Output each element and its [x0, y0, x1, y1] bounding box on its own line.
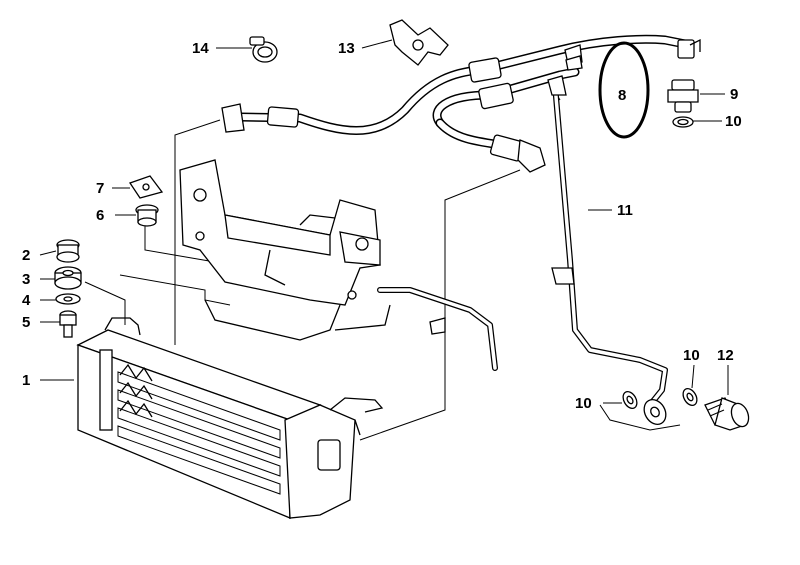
- grommet-6: [135, 204, 159, 227]
- callout-leaders: [39, 39, 729, 404]
- callout-9: 9: [730, 86, 738, 103]
- callout-2: 2: [22, 247, 30, 264]
- callout-11: 11: [617, 202, 633, 219]
- oil-hose-lower: [432, 44, 583, 173]
- callout-13: 13: [338, 40, 355, 57]
- oil-cooler-radiator: [76, 317, 384, 519]
- callout-12: 12: [717, 347, 734, 364]
- callout-4: 4: [22, 292, 31, 309]
- callout-5: 5: [22, 314, 30, 331]
- washer-10-top: [672, 116, 694, 128]
- clip-7: [128, 175, 164, 199]
- bracket-rod: [377, 287, 498, 371]
- oil-hose-upper: [221, 34, 701, 135]
- bolt-5: [59, 310, 77, 338]
- bushing-2: [56, 239, 80, 263]
- callout-1: 1: [22, 372, 30, 389]
- banjo-fitting: [643, 399, 667, 425]
- hose-clamp-14: [249, 36, 278, 63]
- callout-8: 8: [618, 87, 626, 104]
- washer-10-left: [622, 390, 638, 410]
- washer-4: [55, 293, 81, 305]
- callout-7: 7: [96, 180, 104, 197]
- callout-14: 14: [192, 40, 209, 57]
- rubber-mount-3: [54, 266, 82, 290]
- mounting-bracket: [179, 159, 446, 341]
- hose-clip-13: [389, 19, 449, 66]
- callout-6: 6: [96, 207, 104, 224]
- callout-10-top: 10: [725, 113, 742, 130]
- highlight-ring-8: [598, 41, 650, 139]
- oil-line-11: [547, 55, 668, 408]
- callout-labels: 1 2 3 4 5 6 7 8 9 10 10 10 11 12 13 14: [22, 40, 742, 412]
- washer-10-right: [682, 387, 698, 407]
- banjo-bolt-12: [704, 397, 750, 431]
- fitting-9: [667, 79, 699, 113]
- assembly-guide-lines: [84, 79, 681, 441]
- callout-10-left: 10: [575, 395, 592, 412]
- callout-10-right: 10: [683, 347, 700, 364]
- callout-3: 3: [22, 271, 30, 288]
